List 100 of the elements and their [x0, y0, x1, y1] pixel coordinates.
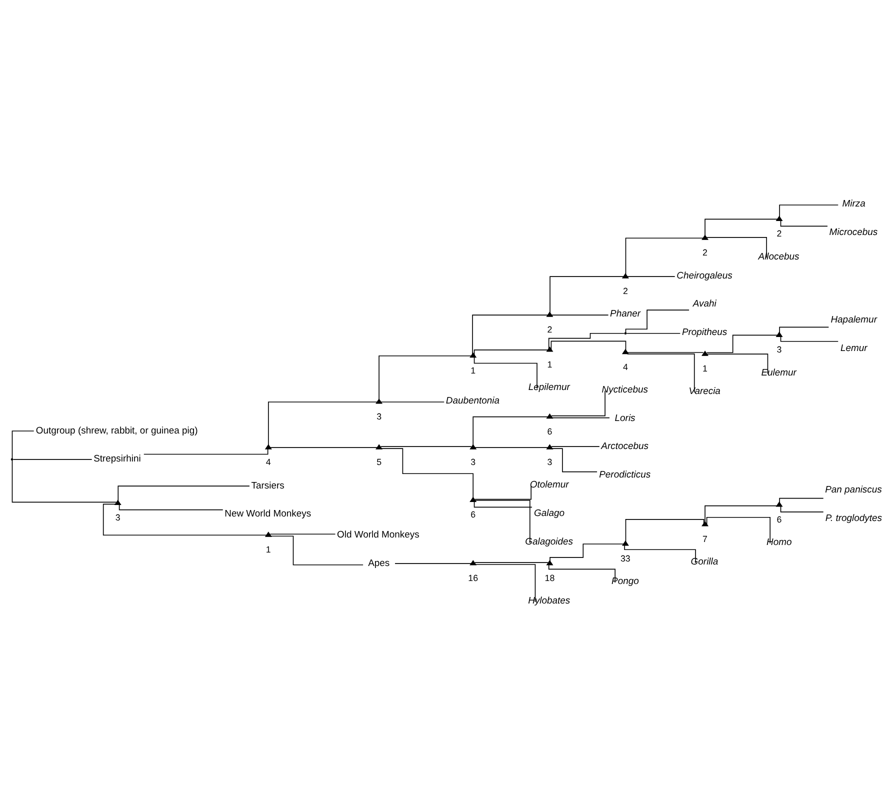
- node-text: Cheirogaleus: [676, 270, 732, 282]
- connector: [626, 276, 676, 278]
- connector: [394, 563, 472, 564]
- node-label: 3: [470, 457, 476, 468]
- node-label: 6: [776, 514, 782, 524]
- node-text: Galagoides: [525, 536, 573, 548]
- connector: [474, 562, 548, 563]
- node-label: 1: [266, 544, 271, 555]
- node-text: Microcebus: [829, 227, 878, 238]
- node-label: 2: [702, 248, 708, 258]
- node-triangle: [702, 234, 709, 240]
- node-triangle: [622, 348, 629, 354]
- connector: [474, 447, 548, 448]
- node-text: Hapalemur: [830, 314, 877, 326]
- connector: [626, 353, 695, 393]
- node-label: 16: [468, 572, 478, 583]
- connector: [550, 544, 624, 564]
- node-text: Outgroup (shrew, rabbit, or guinea pig): [36, 425, 198, 436]
- node-triangle: [114, 500, 122, 505]
- node-label: 2: [776, 228, 782, 239]
- connector: [706, 237, 767, 258]
- node-label: 7: [702, 534, 708, 544]
- node-triangle: [546, 444, 554, 450]
- node-label: 3: [115, 512, 120, 523]
- node-label: 3: [776, 344, 782, 355]
- node-text: Hylobates: [528, 596, 570, 607]
- node-text: Avahi: [692, 298, 716, 310]
- connector: [143, 447, 268, 455]
- connector: [551, 448, 598, 472]
- node-point: [10, 458, 14, 461]
- node-text: Nycticebus: [602, 384, 648, 396]
- node-label: 33: [620, 553, 630, 564]
- node-triangle: [776, 501, 783, 507]
- node-label: 18: [544, 572, 555, 583]
- connector: [268, 402, 378, 448]
- connector: [270, 447, 378, 448]
- node-point: [624, 332, 627, 335]
- node-text: Phaner: [610, 308, 641, 320]
- connector: [626, 332, 681, 334]
- connector: [474, 500, 532, 508]
- connector: [626, 352, 704, 353]
- node-text: Lepilemur: [528, 382, 570, 394]
- connector: [472, 416, 548, 448]
- node-text: Arctocebus: [601, 441, 648, 452]
- node-triangle: [264, 532, 272, 537]
- connector: [551, 390, 606, 416]
- connector: [118, 502, 224, 510]
- connector: [780, 218, 828, 227]
- node-text: Propitheus: [682, 327, 728, 338]
- node-triangle: [470, 444, 477, 450]
- connector: [12, 458, 116, 503]
- node-text: Tarsiers: [251, 480, 284, 492]
- node-label: 3: [376, 411, 382, 422]
- node-triangle: [470, 352, 477, 358]
- node-text: Varecia: [688, 386, 720, 398]
- connector: [548, 563, 616, 583]
- node-text: P. troglodytes: [825, 512, 882, 524]
- connector: [551, 417, 610, 418]
- node-triangle: [470, 560, 477, 566]
- connector: [706, 354, 768, 374]
- node-triangle: [546, 560, 554, 566]
- node-text: Apes: [368, 558, 390, 569]
- node-triangle: [546, 413, 554, 419]
- connector: [780, 504, 824, 512]
- node-triangle: [776, 332, 783, 337]
- node-text: Lemur: [840, 343, 868, 354]
- connector: [12, 458, 92, 460]
- node-label: 6: [470, 510, 476, 520]
- node-triangle: [702, 350, 709, 356]
- connector: [474, 350, 548, 356]
- node-triangle: [546, 346, 554, 352]
- node-text: Perodicticus: [599, 470, 651, 481]
- node-text: Galago: [534, 508, 565, 520]
- node-text: Old World Monkeys: [337, 529, 420, 540]
- connector: [780, 334, 839, 342]
- node-label: 2: [547, 324, 552, 335]
- connector: [472, 314, 548, 356]
- node-label: 1: [702, 364, 708, 374]
- node-triangle: [702, 521, 709, 526]
- node-triangle: [622, 540, 629, 546]
- node-text: Daubentonia: [446, 396, 500, 407]
- node-triangle: [776, 216, 783, 221]
- node-label: 1: [470, 365, 476, 376]
- node-triangle: [622, 273, 629, 278]
- node-text: Pan paniscus: [825, 484, 882, 496]
- connector: [102, 504, 268, 536]
- node-triangle: [376, 398, 383, 404]
- connector: [550, 276, 624, 316]
- connector: [474, 486, 532, 500]
- connector: [378, 355, 472, 402]
- node-triangle: [546, 312, 554, 317]
- node-text: Gorilla: [690, 556, 718, 568]
- connector: [474, 564, 536, 602]
- node-text: Mirza: [842, 198, 866, 210]
- connector: [706, 516, 770, 544]
- node-label: 3: [547, 457, 552, 468]
- connector: [625, 238, 704, 278]
- node-text: Otolemur: [530, 480, 569, 491]
- node-text: Allocebus: [758, 251, 800, 262]
- connector: [12, 430, 34, 460]
